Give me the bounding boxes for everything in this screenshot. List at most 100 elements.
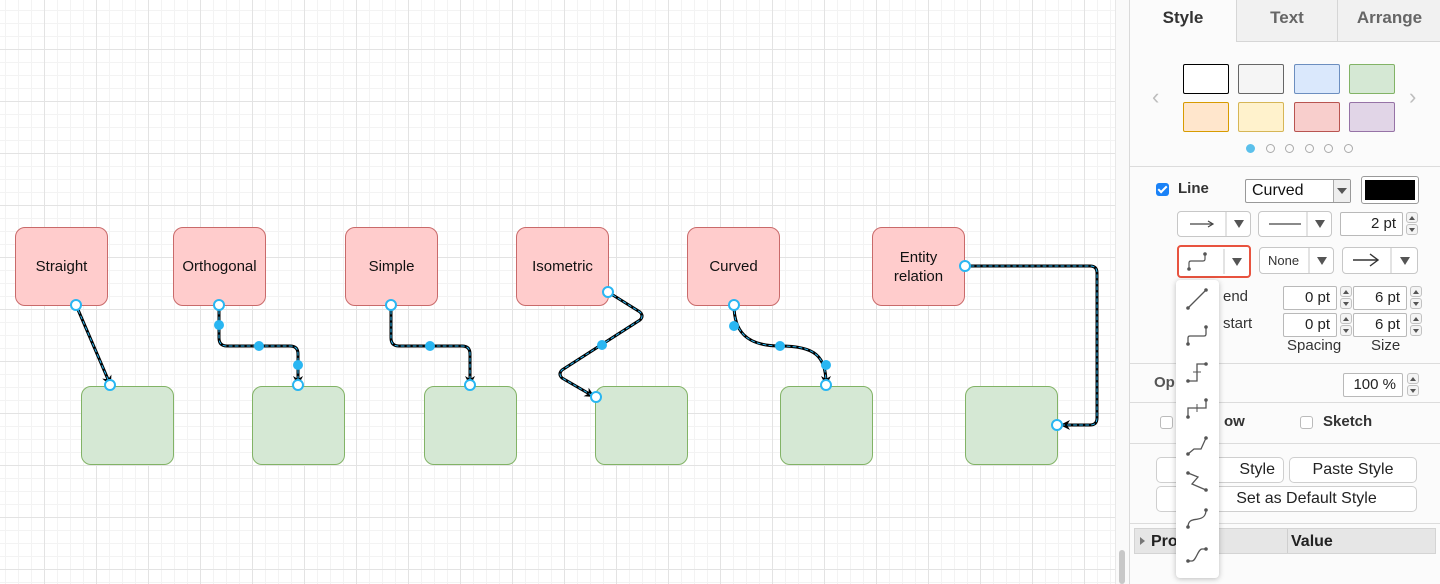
edge-waypoint-handle[interactable] xyxy=(821,360,831,370)
line-end-size-input[interactable]: 6 pt xyxy=(1353,286,1407,310)
panel-tabs: Style Text Arrange xyxy=(1130,0,1440,42)
line-start-marker-select[interactable]: None xyxy=(1259,247,1334,274)
waypoint-style-menu xyxy=(1176,280,1219,578)
line-label: Line xyxy=(1178,180,1209,197)
line-color-button[interactable] xyxy=(1361,176,1419,204)
line-style-value: Curved xyxy=(1252,182,1304,199)
edge-waypoint-handle[interactable] xyxy=(597,340,607,350)
line-end-spacing-input[interactable]: 0 pt xyxy=(1283,286,1337,310)
divider xyxy=(1130,443,1440,444)
shape-label: Isometric xyxy=(532,258,593,275)
style-swatch[interactable] xyxy=(1349,64,1395,94)
entity-relation-icon[interactable] xyxy=(1184,541,1211,568)
edge-terminal-handle[interactable] xyxy=(213,299,225,311)
style-swatch[interactable] xyxy=(1349,102,1395,132)
edge-terminal-handle[interactable] xyxy=(104,379,116,391)
vertical-elbow-icon[interactable] xyxy=(1184,395,1211,422)
edge-waypoint-handle[interactable] xyxy=(254,341,264,351)
edge-terminal-handle[interactable] xyxy=(820,379,832,391)
line-end-spacing-stepper[interactable] xyxy=(1340,286,1352,310)
edge-terminal-handle[interactable] xyxy=(728,299,740,311)
style-swatch[interactable] xyxy=(1183,64,1229,94)
divider xyxy=(1130,363,1440,364)
dropdown-arrow-icon xyxy=(1232,258,1242,266)
orthogonal-shape[interactable]: Orthogonal xyxy=(173,227,266,306)
edge-terminal-handle[interactable] xyxy=(590,391,602,403)
line-start-size-stepper[interactable] xyxy=(1410,313,1422,337)
isometric-shape[interactable]: Isometric xyxy=(516,227,609,306)
line-end-marker-select[interactable] xyxy=(1342,247,1418,274)
line-style-select[interactable]: Curved xyxy=(1245,179,1351,203)
line-start-spacing-stepper[interactable] xyxy=(1340,313,1352,337)
style-swatch[interactable] xyxy=(1183,102,1229,132)
swatch-page-dot[interactable] xyxy=(1265,144,1275,153)
edge-terminal-handle[interactable] xyxy=(602,286,614,298)
horizontal-elbow-icon[interactable] xyxy=(1184,359,1211,386)
sketch-checkbox[interactable] xyxy=(1300,416,1313,429)
style-swatch[interactable] xyxy=(1294,64,1340,94)
shape-label: Curved xyxy=(709,258,758,275)
tab-arrange[interactable]: Arrange xyxy=(1337,0,1440,42)
style-swatch[interactable] xyxy=(1238,102,1284,132)
edge-terminal-handle[interactable] xyxy=(1051,419,1063,431)
tab-style[interactable]: Style xyxy=(1130,0,1236,42)
swatch-page-dot[interactable] xyxy=(1343,144,1353,153)
opacity-stepper[interactable] xyxy=(1407,373,1419,397)
edge-terminal-handle[interactable] xyxy=(292,379,304,391)
swatch-page-dot[interactable] xyxy=(1324,144,1333,153)
line-start-label: start xyxy=(1223,315,1253,332)
paste-style-button[interactable]: Paste Style xyxy=(1289,457,1417,483)
isometric-vertical-icon[interactable] xyxy=(1184,468,1211,495)
edge-waypoint-handle[interactable] xyxy=(293,360,303,370)
swatch-page-dot[interactable] xyxy=(1304,144,1314,153)
waypoints-select[interactable] xyxy=(1177,245,1251,278)
swatch-page-dot[interactable] xyxy=(1246,144,1255,153)
curved-icon[interactable] xyxy=(1184,505,1211,532)
edge-terminal-handle[interactable] xyxy=(385,299,397,311)
paste-style-label: Paste Style xyxy=(1312,461,1394,478)
straight-shape[interactable]: Straight xyxy=(15,227,108,306)
target-shape[interactable] xyxy=(81,386,174,465)
straight-icon[interactable] xyxy=(1184,286,1211,313)
scrollbar-thumb[interactable] xyxy=(1119,550,1125,584)
edge-waypoint-handle[interactable] xyxy=(775,341,785,351)
dropdown-arrow-icon xyxy=(1333,180,1350,202)
chevron-left-icon[interactable]: ‹ xyxy=(1152,84,1160,109)
chevron-right-icon[interactable]: › xyxy=(1409,84,1417,109)
line-end-size-stepper[interactable] xyxy=(1410,286,1422,310)
line-width-input[interactable]: 2 pt xyxy=(1340,212,1403,236)
collapse-triangle-icon[interactable] xyxy=(1140,537,1145,545)
line-width-stepper[interactable] xyxy=(1406,212,1418,236)
entity-relation-shape[interactable]: Entity relation xyxy=(872,227,965,306)
edge-waypoint-handle[interactable] xyxy=(729,321,739,331)
edge-waypoint-handle[interactable] xyxy=(214,320,224,330)
line-start-size-input[interactable]: 6 pt xyxy=(1353,313,1407,337)
tab-text[interactable]: Text xyxy=(1236,0,1337,42)
swatch-page-dot[interactable] xyxy=(1285,144,1294,153)
line-pattern-select[interactable] xyxy=(1258,211,1332,237)
vertical-scrollbar[interactable] xyxy=(1115,0,1129,584)
style-swatch[interactable] xyxy=(1238,64,1284,94)
line-checkbox[interactable] xyxy=(1156,183,1169,196)
line-start-arrow-select[interactable] xyxy=(1177,211,1251,237)
column-divider xyxy=(1287,529,1288,553)
edge-terminal-handle[interactable] xyxy=(70,299,82,311)
simple-shape[interactable]: Simple xyxy=(345,227,438,306)
entity-relation-connector[interactable] xyxy=(963,264,1099,430)
edge-terminal-handle[interactable] xyxy=(959,260,971,272)
select-divider xyxy=(1308,248,1310,273)
straight-connector[interactable] xyxy=(74,303,112,386)
edge-waypoint-handle[interactable] xyxy=(425,341,435,351)
orthogonal-icon[interactable] xyxy=(1184,322,1211,349)
target-shape[interactable] xyxy=(965,386,1058,465)
curved-shape[interactable]: Curved xyxy=(687,227,780,306)
dropdown-arrow-icon xyxy=(1317,257,1327,265)
opacity-input[interactable]: 100 % xyxy=(1343,373,1403,397)
style-swatch[interactable] xyxy=(1294,102,1340,132)
shadow-checkbox[interactable] xyxy=(1160,416,1173,429)
isometric-horizontal-icon[interactable] xyxy=(1184,432,1211,459)
target-shape[interactable] xyxy=(595,386,688,465)
diagram-canvas[interactable]: Straight Orthogonal Simple Isometric Cur… xyxy=(0,0,1115,584)
line-start-spacing-input[interactable]: 0 pt xyxy=(1283,313,1337,337)
edge-terminal-handle[interactable] xyxy=(464,379,476,391)
